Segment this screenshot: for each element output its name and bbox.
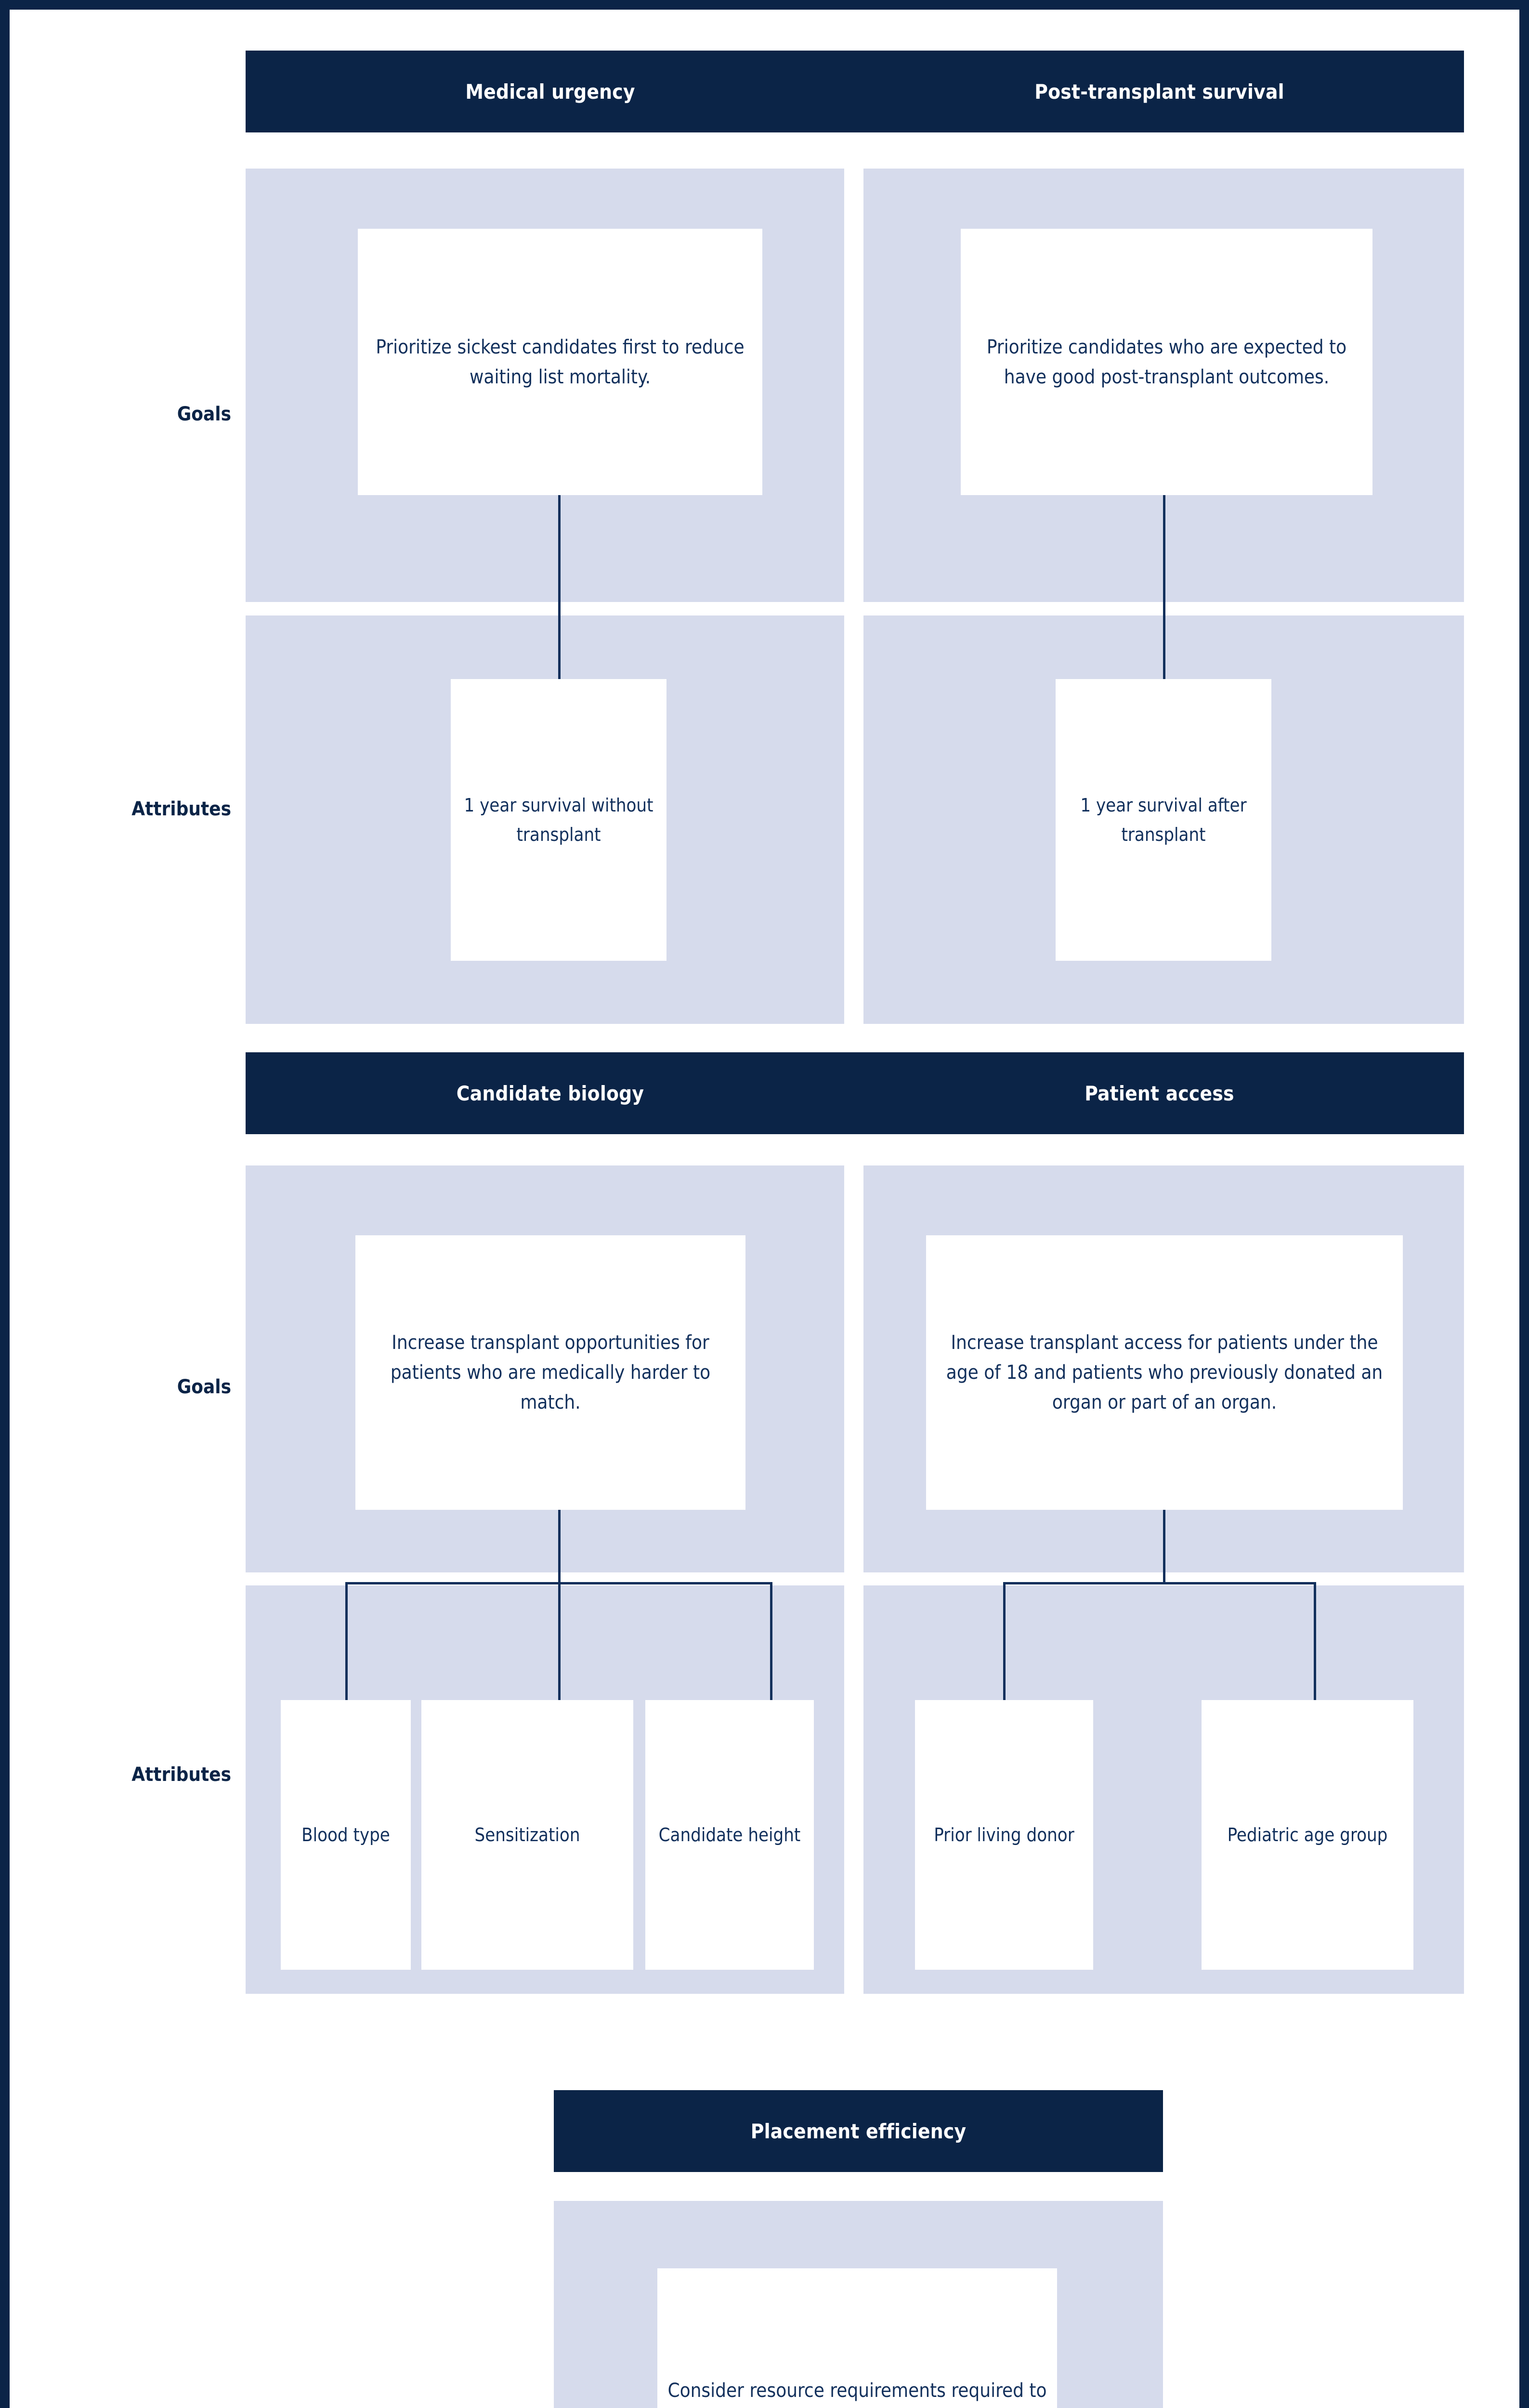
- section-1-attributes-label: Attributes: [131, 798, 231, 820]
- section-2-col-1-attribute-box-3: Candidate height: [645, 1700, 814, 1970]
- section-2-col-2-attribute-box-1: Prior living donor: [915, 1700, 1093, 1970]
- section-1-col-1-connector: [558, 495, 561, 700]
- section-2-col-2-attribute-box-2: Pediatric age group: [1202, 1700, 1413, 1970]
- section-1-col-2-goal-box: Prioritize candidates who are expected t…: [961, 229, 1372, 495]
- section-2-attributes-label: Attributes: [131, 1764, 231, 1786]
- section-1-header-medical-urgency: Medical urgency: [465, 79, 635, 104]
- section-1-col-2-connector: [1163, 495, 1165, 700]
- section-2-col-2-bus: [1003, 1582, 1316, 1584]
- section-1-goals-label: Goals: [177, 403, 231, 425]
- section-1-col-1-attribute-box-1: 1 year survival without transplant: [451, 679, 666, 961]
- section-2-col-1-goal-box: Increase transplant opportunities for pa…: [355, 1235, 745, 1510]
- section-2-col-2-goal-box: Increase transplant access for patients …: [926, 1235, 1403, 1510]
- section-3-header-placement-efficiency: Placement efficiency: [750, 2119, 967, 2143]
- section-3-header-bar: Placement efficiency: [554, 2090, 1163, 2172]
- section-1-header-post-transplant-survival: Post-transplant survival: [1034, 79, 1284, 104]
- section-2-col-1-trunk: [558, 1510, 561, 1584]
- section-2-col-1-attribute-box-1: Blood type: [281, 1700, 411, 1970]
- section-1-header-bar: Medical urgency Post-transplant survival: [246, 51, 1464, 132]
- section-2-col-1-attribute-box-2: Sensitization: [421, 1700, 633, 1970]
- section-2-goals-label: Goals: [177, 1376, 231, 1398]
- section-2-header-patient-access: Patient access: [1085, 1081, 1234, 1105]
- section-1-col-1-goal-box: Prioritize sickest candidates first to r…: [358, 229, 762, 495]
- section-2-col-1-drop-2: [558, 1582, 561, 1710]
- section-2-header-bar: Candidate biology Patient access: [246, 1052, 1464, 1134]
- section-1-col-2-attribute-box-1: 1 year survival after transplant: [1056, 679, 1271, 961]
- section-3-goal-box: Consider resource requirements required …: [657, 2268, 1057, 2408]
- section-2-col-1-drop-3: [770, 1582, 772, 1710]
- diagram-canvas: Medical urgency Post-transplant survival…: [10, 10, 1519, 2408]
- section-2-col-2-drop-2: [1314, 1582, 1316, 1710]
- section-2-col-1-drop-1: [345, 1582, 348, 1710]
- section-2-col-2-trunk: [1163, 1510, 1165, 1584]
- section-2-col-2-drop-1: [1003, 1582, 1006, 1710]
- section-2-header-candidate-biology: Candidate biology: [456, 1081, 644, 1105]
